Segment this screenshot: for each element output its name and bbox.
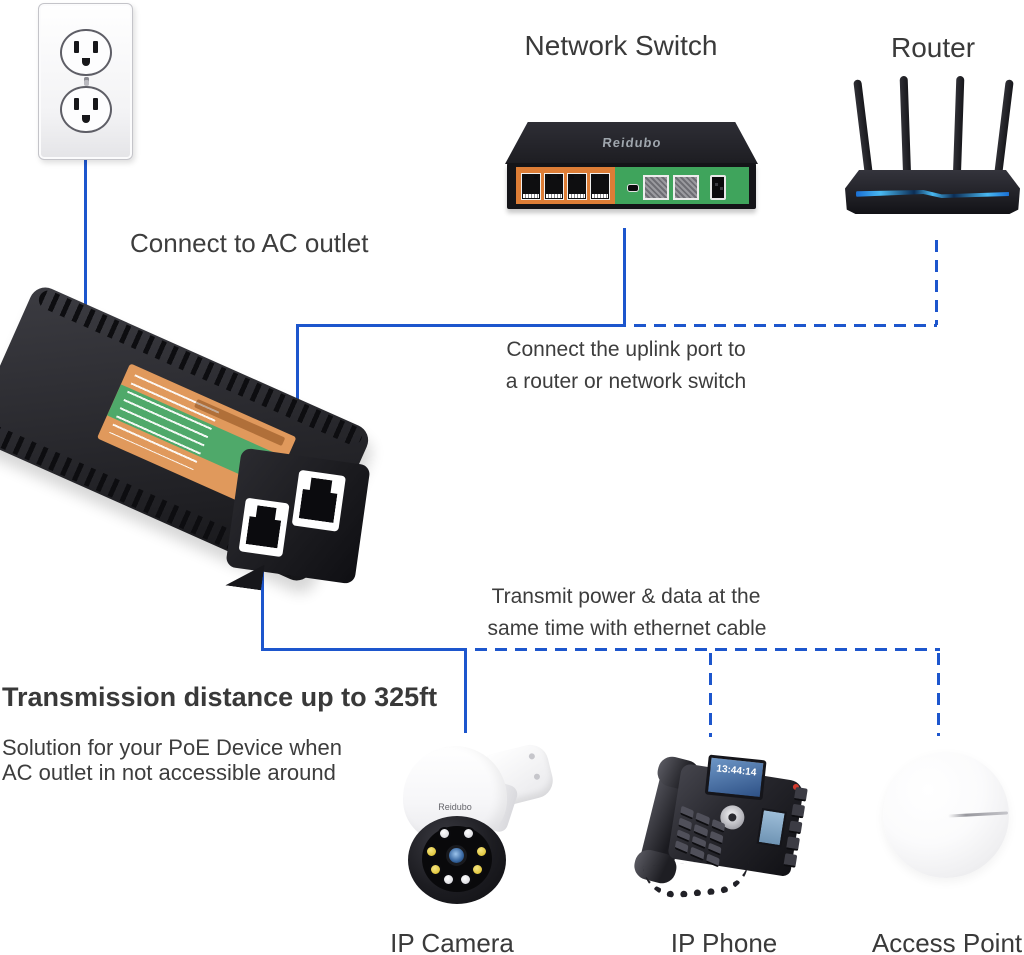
connect-ac-annotation: Connect to AC outlet <box>130 228 369 258</box>
cable-ap-drop-dashed <box>937 653 940 736</box>
cable-injector-poe-vertical <box>261 556 264 651</box>
warm-led-icon <box>475 845 488 858</box>
warm-led-icon <box>429 863 442 876</box>
cable-dashed-to-devices <box>475 648 940 651</box>
rj45-port-icon <box>567 173 587 200</box>
phone-screen: 13:44:14 <box>704 754 767 801</box>
transmission-distance-heading: Transmission distance up to 325ft <box>2 682 438 712</box>
access-point-slot <box>947 811 1009 818</box>
uplink-annotation-line2: a router or network switch <box>505 370 747 393</box>
ip-phone-label: IP Phone <box>670 928 778 955</box>
warm-led-icon <box>471 863 484 876</box>
transmit-annotation-line1: Transmit power & data at the <box>491 585 761 608</box>
solution-text-line1: Solution for your PoE Device when <box>2 735 342 760</box>
ip-phone-illustration: 13:44:14 <box>635 744 808 906</box>
sfp-port-icon <box>643 175 669 200</box>
ac-outlet-illustration <box>38 3 133 160</box>
phone-line-keys <box>783 786 808 868</box>
access-point-label: Access Point <box>871 928 1023 955</box>
router-body <box>845 170 1020 214</box>
switch-poe-port-panel <box>516 167 615 204</box>
solution-text-line2: AC outlet in not accessible around <box>2 760 336 785</box>
cable-phone-drop-dashed <box>709 653 712 737</box>
rj45-port-icon <box>521 173 541 200</box>
camera-lens-icon <box>446 845 467 866</box>
transmit-annotation-line2: same time with ethernet cable <box>487 617 767 640</box>
outlet-screw <box>84 77 89 86</box>
camera-brand-text: Reidubo <box>438 802 472 812</box>
antenna-icon <box>899 75 911 174</box>
phone-screen-time: 13:44:14 <box>715 763 757 779</box>
cable-dashed-to-router <box>634 324 937 327</box>
ir-led-icon <box>462 827 475 840</box>
cable-outlet-to-injector <box>84 158 87 330</box>
rj45-port-icon <box>238 497 290 558</box>
injector-port-face <box>225 447 371 585</box>
router-led-stripe <box>856 190 1009 198</box>
cable-camera-drop <box>464 648 467 733</box>
cable-router-drop-dashed <box>935 240 938 325</box>
antenna-icon <box>853 79 873 177</box>
power-socket-icon <box>710 175 726 200</box>
network-switch-label: Network Switch <box>524 30 718 61</box>
cable-to-camera-horizontal <box>261 648 467 651</box>
switch-uplink-panel <box>615 167 749 204</box>
access-point-illustration <box>883 752 1009 878</box>
warm-led-icon <box>425 845 438 858</box>
uplink-annotation-line1: Connect the uplink port to <box>506 338 746 361</box>
router-illustration <box>845 75 1020 218</box>
ir-led-icon <box>459 873 472 886</box>
network-switch-illustration: Reidubo <box>505 122 758 210</box>
ir-led-icon <box>438 827 451 840</box>
ip-camera-illustration: Reidubo <box>395 738 560 906</box>
ir-led-icon <box>442 873 455 886</box>
poe-injector-illustration <box>0 282 374 582</box>
phone-side-screen <box>756 807 787 848</box>
outlet-socket-top <box>59 29 112 76</box>
reset-button-icon <box>627 184 639 192</box>
rj45-port-icon <box>291 469 346 532</box>
sfp-port-icon <box>673 175 699 200</box>
rj45-port-icon <box>590 173 610 200</box>
switch-top-face <box>505 122 758 164</box>
router-label: Router <box>890 32 976 63</box>
switch-front-panel <box>507 163 756 209</box>
antenna-icon <box>953 75 965 174</box>
ip-camera-label: IP Camera <box>390 928 514 955</box>
cable-switch-drop <box>623 228 626 327</box>
cable-injector-to-switch-horizontal <box>296 324 626 327</box>
rj45-port-icon <box>544 173 564 200</box>
outlet-socket-bottom <box>59 86 112 133</box>
phone-keypad <box>674 805 726 868</box>
antenna-icon <box>994 79 1014 177</box>
switch-brand-text: Reidubo <box>601 135 662 150</box>
